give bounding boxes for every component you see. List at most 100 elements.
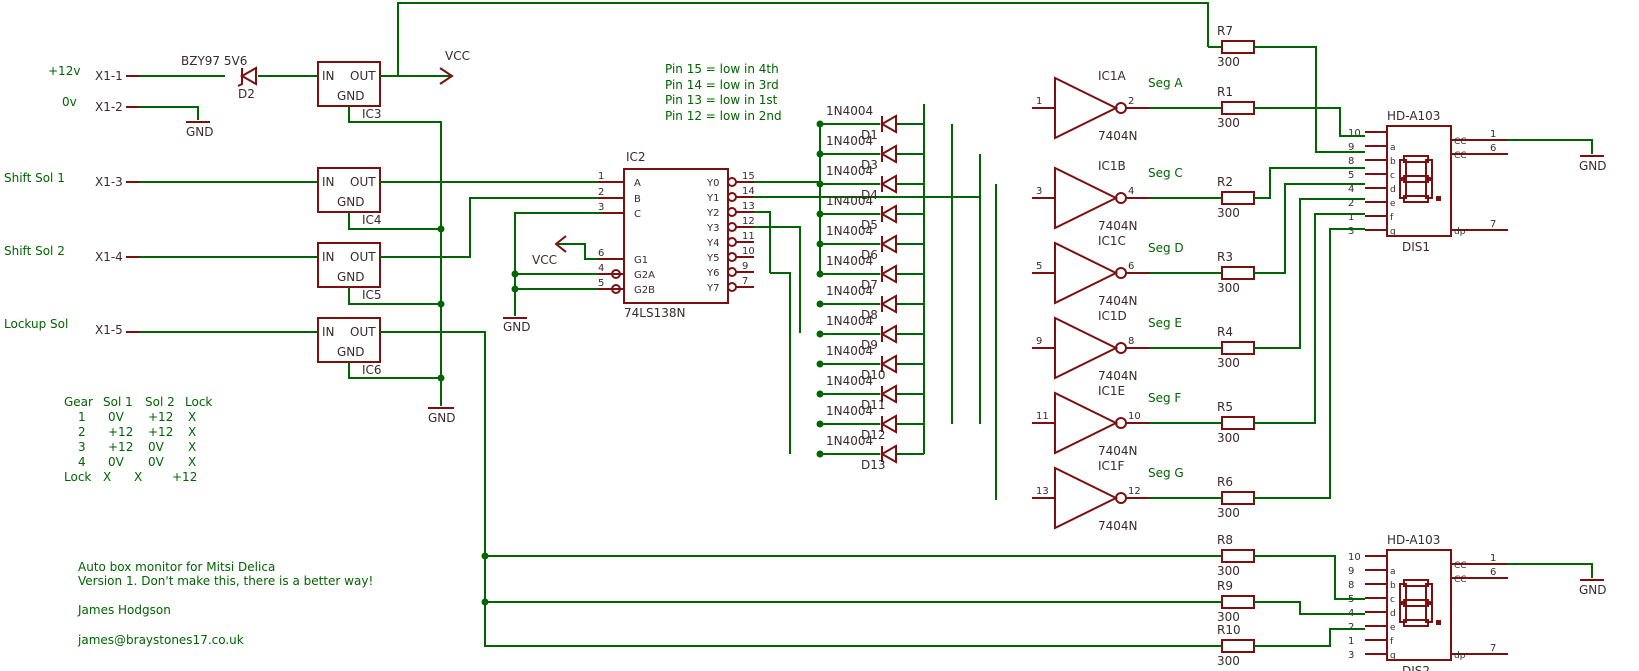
display-right-label: CC [1454,561,1467,571]
truth-cell: X [188,440,196,454]
resistor-value: 300 [1217,564,1240,578]
note-email: james@braystones17.co.uk [77,633,244,647]
decoder-input-c: C [634,209,641,220]
display-pin: 6 [1490,567,1496,578]
segment-label: Seg G [1148,466,1184,480]
display-seg-label: a [1390,567,1396,577]
display-pin: 5 [1348,170,1354,181]
display-pin: 7 [1490,643,1496,654]
inverter-pin-in: 11 [1036,411,1049,422]
inverter-part: 7404N [1098,129,1138,143]
note-title: Auto box monitor for Mitsi Delica [78,560,275,574]
display-pin: 10 [1348,128,1361,139]
diode-ref: D3 [861,158,878,172]
diode-ref: D6 [861,248,878,262]
display-seg-label: f [1390,213,1394,223]
decoder-output-label: Y5 [706,253,719,264]
display-seg-label: g [1390,651,1396,661]
display-pin: 6 [1490,143,1496,154]
diode-part: 1N4004 [826,404,873,418]
display-pin: 10 [1348,552,1361,563]
display-seg-label: f [1390,637,1394,647]
display-pin: 8 [1348,156,1354,167]
resistor-ref: R6 [1217,475,1233,489]
resistor-value: 300 [1217,116,1240,130]
diode-matrix: 1N4004D11N4004D31N4004D41N4004D51N4004D6… [816,104,924,472]
reg-out-label: OUT [350,69,376,83]
decoder-outputs: Y0 Y1 Y2 Y3 Y4 Y5 Y6 Y7 15 14 13 12 11 1… [706,171,755,294]
decoder-output-label: Y0 [706,178,719,189]
diode-ref: D1 [861,128,878,142]
display-seg-label: c [1390,171,1395,181]
inverter-part: 7404N [1098,444,1138,458]
inverter-part: 7404N [1098,219,1138,233]
seven-seg-displays: HD-A103DIS1109854213abcdefg1CC6CC7dpGNDH… [1348,109,1607,671]
inverter-part: 7404N [1098,519,1138,533]
display-ref: DIS2 [1402,664,1430,671]
truth-header: Gear [64,395,93,409]
zener-ref: D2 [238,87,255,101]
pin-note: Pin 13 = low in 1st [665,93,778,107]
truth-cell: X [188,425,196,439]
display-pin: 1 [1490,129,1496,140]
note-version: Version 1. Don't make this, there is a b… [78,574,373,588]
truth-cell: +12 [172,470,197,484]
resistor-ref: R4 [1217,325,1233,339]
regulator: IN OUT GND IC6 [317,317,382,377]
truth-cell: +12 [108,440,133,454]
display-pin: 2 [1348,198,1354,209]
reg-in-label: IN [322,325,335,339]
display-seg-label: e [1390,623,1396,633]
gnd-label: GND [428,411,456,425]
decoder-output-label: Y4 [706,238,719,249]
inverter-pin-in: 9 [1036,336,1042,347]
decoder-pin: 11 [742,231,755,242]
display-right-label: CC [1454,575,1467,585]
inverter-ref: IC1E [1098,384,1125,398]
gnd-symbol: GND [428,407,456,425]
truth-cell: 1 [78,410,86,424]
reg-ref: IC4 [362,213,382,227]
segment-label: Seg D [1148,241,1184,255]
resistor-value: 300 [1217,610,1240,624]
diode-part: 1N4004 [826,134,873,148]
decoder-pin: 13 [742,201,755,212]
pin-notes: Pin 15 = low in 4th Pin 14 = low in 3rd … [665,62,782,123]
display-part: HD-A103 [1387,533,1440,547]
inverter-part: 7404N [1098,294,1138,308]
reg-ref: IC3 [362,107,382,121]
decoder-pin: 9 [742,261,748,272]
segment-label: Seg A [1148,76,1183,90]
decoder-pin: 4 [598,263,604,274]
truth-cell: 0V [148,455,165,469]
decoder-input-a: A [634,178,641,189]
input-net-label: 0v [62,95,77,109]
input-pin-label: X1-2 [95,100,123,114]
diode-ref: D8 [861,308,878,322]
inverter-part: 7404N [1098,369,1138,383]
pin-note: Pin 12 = low in 2nd [665,109,782,123]
input-pin-label: X1-5 [95,323,123,337]
truth-cell: +12 [108,425,133,439]
truth-cell: Lock [64,470,91,484]
decoder-output-label: Y6 [706,268,719,279]
diode-part: 1N4004 [826,434,873,448]
display-pin: 9 [1348,566,1354,577]
decoder-pin: 5 [598,278,604,289]
decoder-input-b: B [634,194,641,205]
vcc-label: VCC [445,49,470,63]
segment-label: Seg E [1148,316,1182,330]
inverter-pin-in: 5 [1036,261,1042,272]
decoder-ic: IC2 74LS138N A 1 B 2 C 3 G1 6 G2A 4 G2B … [598,150,755,320]
inverter-ref: IC1B [1098,159,1126,173]
diode-ref: D4 [861,188,878,202]
regulator: IN OUT GND IC5 [317,242,382,302]
input-net-label: Shift Sol 1 [4,171,65,185]
